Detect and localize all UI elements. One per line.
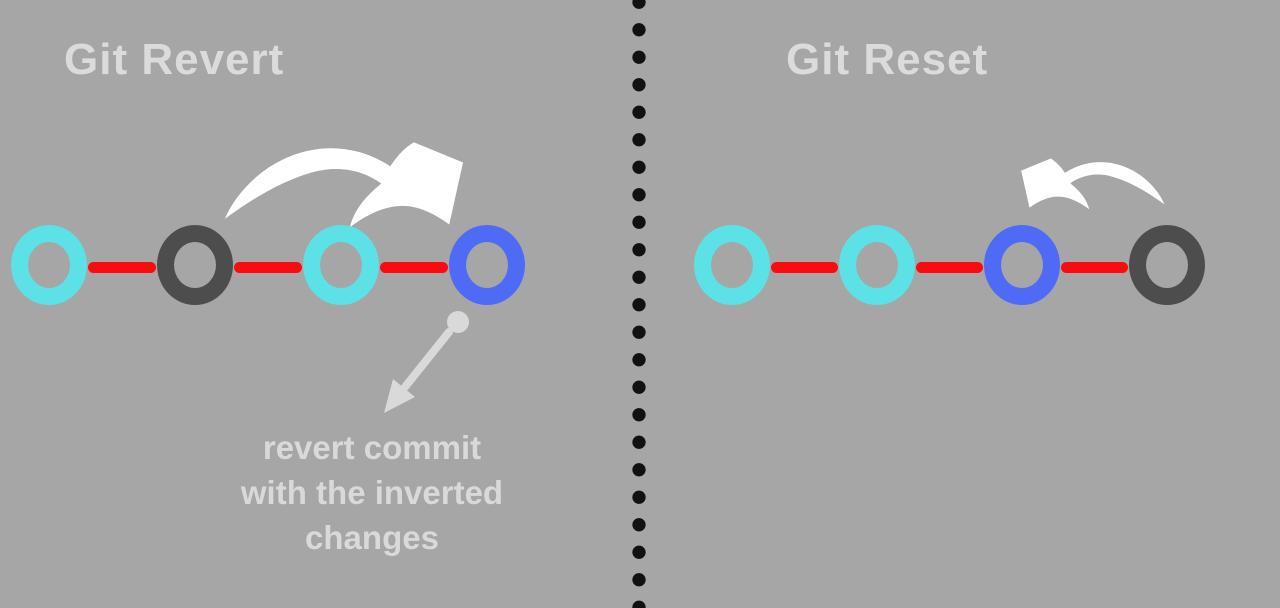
commit-circle-cyan [303, 225, 379, 305]
commit-link [88, 262, 156, 273]
annotation-line: changes [305, 519, 439, 556]
commit-circle-cyan [694, 225, 770, 305]
commit-circle-cyan [11, 225, 87, 305]
commit-circle-cyan [839, 225, 915, 305]
annotation-text: revert commit with the inverted changes [222, 425, 522, 560]
commit-circle-dark [1129, 225, 1205, 305]
curved-arrow-right-icon [224, 142, 464, 228]
commit-link [234, 262, 302, 273]
commit-link [1061, 262, 1128, 273]
curved-arrow-left-icon [1021, 158, 1165, 210]
annotation-arrow-icon [384, 311, 469, 413]
git-revert-panel: Git Revert revert commit with the invert… [11, 35, 525, 560]
commit-link [771, 262, 838, 273]
commit-link [916, 262, 983, 273]
commit-circle-dark [157, 225, 233, 305]
git-reset-title: Git Reset [786, 35, 989, 84]
git-revert-title: Git Revert [64, 35, 285, 84]
left-commit-row [11, 225, 525, 305]
git-reset-panel: Git Reset [640, 0, 1280, 608]
commit-circle-blue [984, 225, 1060, 305]
right-commit-row [640, 0, 1280, 608]
annotation-line: revert commit [262, 429, 482, 466]
commit-circle-blue [449, 225, 525, 305]
annotation-line: with the inverted [240, 474, 504, 511]
commit-link [380, 262, 448, 273]
